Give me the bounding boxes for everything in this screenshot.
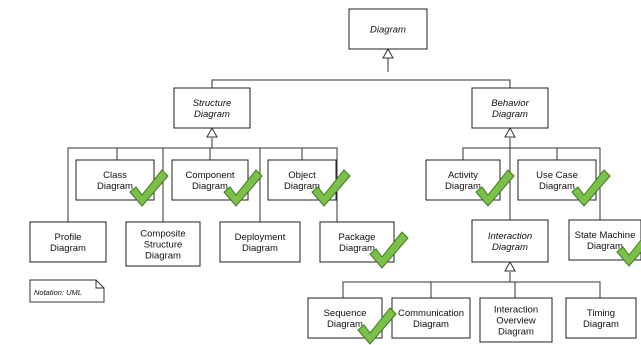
deployment-label-line: Deployment (235, 232, 286, 243)
statemachine-label-line: Diagram (587, 241, 623, 252)
connector-structure (67, 138, 338, 222)
structure-label-line: Diagram (194, 109, 230, 120)
checkmark-icon (369, 231, 409, 269)
structure-label-line: Structure (193, 98, 232, 109)
overview-label-line: Overview (496, 316, 536, 327)
deployment-label-line: Diagram (242, 243, 278, 254)
checkmark-icon (571, 169, 611, 207)
usecase-label-line: Diagram (539, 181, 575, 192)
checkmark-icon (616, 239, 641, 267)
checkmark-icon (129, 169, 169, 207)
node-diagram: Diagram (348, 8, 428, 50)
interaction-label-line: Interaction (488, 231, 532, 242)
communication-label-line: Communication (398, 308, 464, 319)
timing-label-line: Diagram (583, 319, 619, 330)
profile-label-line: Diagram (50, 243, 86, 254)
interaction-label-line: Diagram (492, 242, 528, 253)
checkmark-icon (475, 169, 515, 207)
class-label-line: Diagram (97, 181, 133, 192)
sequence-label-line: Diagram (327, 319, 363, 330)
note-text: Notation: UML (34, 288, 82, 297)
profile-label-line: Profile (55, 232, 82, 243)
behavior-label-line: Behavior (491, 98, 529, 109)
sequence-label-line: Sequence (324, 308, 367, 319)
activity-label-line: Diagram (445, 181, 481, 192)
connector-interaction (342, 272, 601, 298)
component-label-line: Diagram (192, 181, 228, 192)
note-shape (29, 279, 105, 303)
timing-label-line: Timing (587, 308, 615, 319)
overview-label-line: Diagram (498, 327, 534, 338)
object-label-line: Object (288, 170, 316, 181)
notation-note: Notation: UML (29, 279, 105, 303)
statemachine-label-line: State Machine (575, 230, 636, 241)
class-label-line: Class (103, 170, 127, 181)
diagram-label-line: Diagram (370, 25, 406, 36)
connectors (67, 47, 601, 298)
checkmark-icon (223, 169, 263, 207)
generalization-arrow-behavior (504, 126, 516, 138)
overview-label-line: Interaction (494, 305, 538, 316)
usecase-label-line: Use Case (536, 170, 578, 181)
generalization-arrow-root (382, 47, 394, 59)
connector-behavior (462, 138, 601, 220)
generalization-arrow-structure (206, 126, 218, 138)
checkmarks (129, 169, 641, 345)
activity-label-line: Activity (448, 170, 478, 181)
behavior-label-line: Diagram (492, 109, 528, 120)
package-label-line: Package (339, 232, 376, 243)
checkmark-icon (311, 169, 351, 207)
generalization-arrow-interaction (504, 260, 516, 272)
component-label-line: Component (185, 170, 234, 181)
composite-label-line: Structure (144, 240, 183, 251)
checkmark-icon (357, 307, 397, 345)
package-label-line: Diagram (339, 243, 375, 254)
composite-label-line: Composite (140, 229, 185, 240)
connector-root (211, 58, 511, 88)
composite-label-line: Diagram (145, 251, 181, 262)
communication-label-line: Diagram (413, 319, 449, 330)
object-label-line: Diagram (284, 181, 320, 192)
